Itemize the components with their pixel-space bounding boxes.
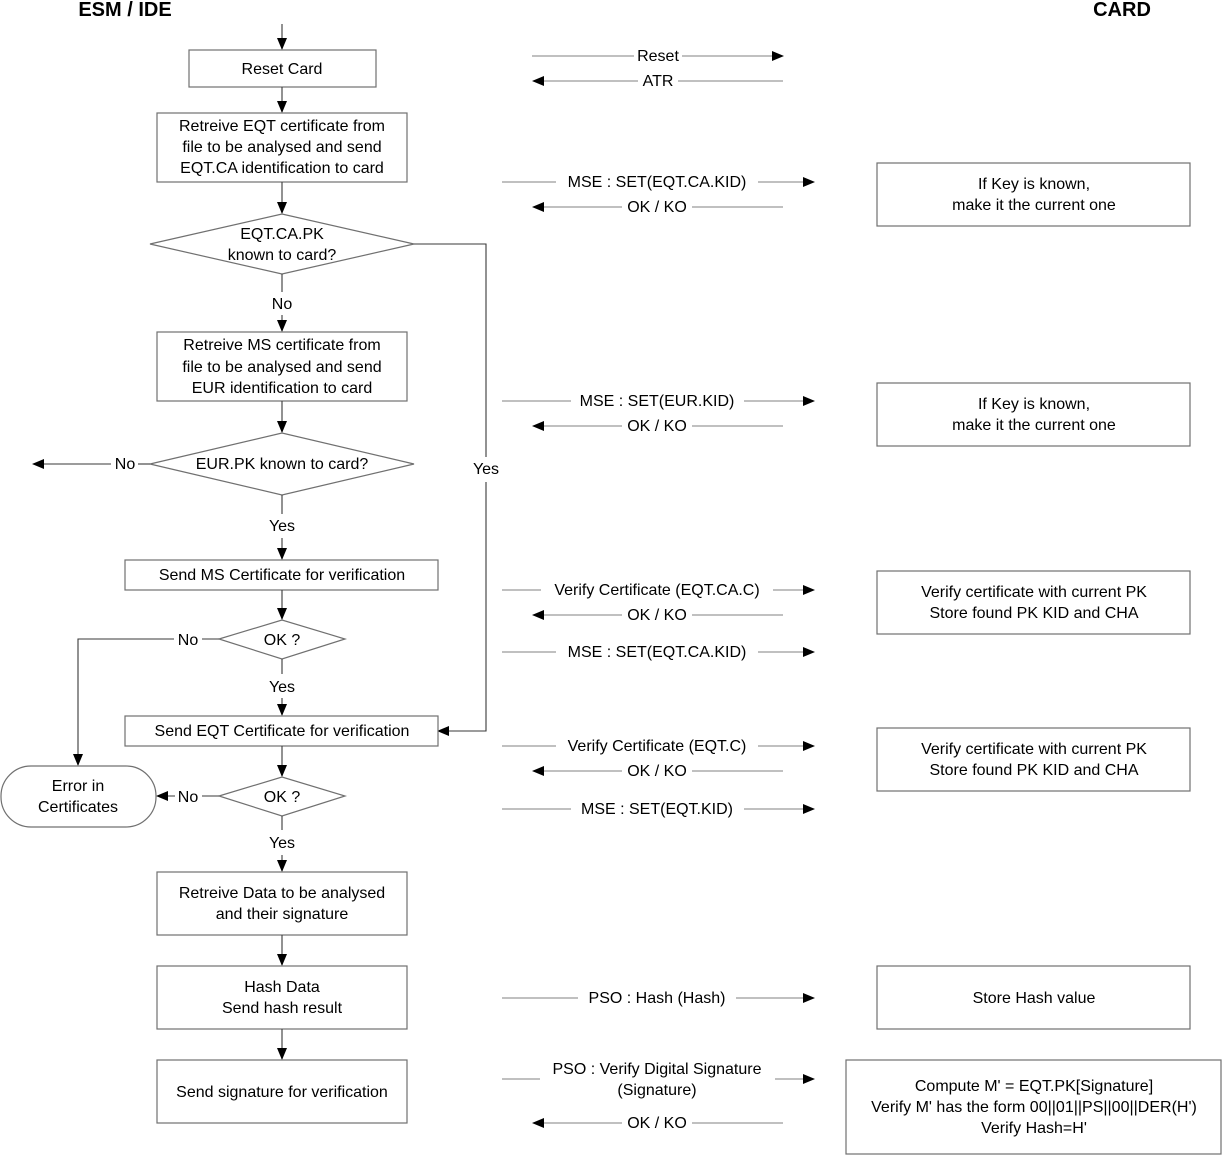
msg-okko-5-label: OK / KO (627, 1115, 687, 1132)
msg-mse-eur-label: MSE : SET(EUR.KID) (580, 393, 735, 410)
no-ok1-connector-to-error (73, 638, 174, 766)
ok2-label: OK ? (264, 789, 301, 806)
decision-eqt-ca-line1: EQT.CA.PK (240, 226, 324, 243)
no-ok2-label: No (178, 789, 199, 806)
retrieve-eqt-line3: EQT.CA identification to card (180, 160, 384, 177)
hash-data-line1: Hash Data (244, 979, 320, 996)
retrieve-data-box (156, 871, 408, 936)
retrieve-eqt-box (156, 112, 408, 183)
retrieve-ms-line2: file to be analysed and send (182, 359, 381, 376)
yes-ok1-label: Yes (269, 679, 295, 696)
card-key-known-2-box (876, 382, 1191, 447)
msg-okko-4-label: OK / KO (627, 763, 687, 780)
retrieve-eqt-line2: file to be analysed and send (182, 139, 381, 156)
send-eqt-cert-box (124, 715, 439, 747)
error-line1: Error in (52, 778, 104, 795)
no-eqt-ca-label: No (272, 296, 293, 313)
card-verify-cert-1-line2: Store found PK KID and CHA (930, 605, 1139, 622)
retrieve-ms-line1: Retreive MS certificate from (183, 337, 380, 354)
msg-mse-eqt-ca-1-label: MSE : SET(EQT.CA.KID) (568, 174, 747, 191)
retrieve-ms-box (156, 331, 408, 402)
msg-verify-eqt-ca-c-label: Verify Certificate (EQT.CA.C) (554, 582, 759, 599)
card-key-known-1-line2: make it the current one (952, 197, 1116, 214)
retrieve-data-line2: and their signature (216, 906, 349, 923)
msg-pso-verify-line1: PSO : Verify Digital Signature (553, 1061, 762, 1078)
card-store-hash-label: Store Hash value (973, 990, 1096, 1007)
card-compute-line2: Verify M' has the form 00||01||PS||00||D… (871, 1099, 1197, 1116)
send-signature-box (156, 1059, 408, 1124)
msg-verify-eqt-c-label: Verify Certificate (EQT.C) (568, 738, 747, 755)
card-verify-cert-2-line2: Store found PK KID and CHA (930, 762, 1139, 779)
decision-eqt-ca-line2: known to card? (228, 247, 337, 264)
no-eur-label: No (115, 456, 136, 473)
error-line2: Certificates (38, 799, 118, 816)
send-signature-label: Send signature for verification (176, 1084, 388, 1101)
card-verify-cert-1-box (876, 570, 1191, 635)
card-verify-cert-1-line1: Verify certificate with current PK (921, 584, 1147, 601)
decision-eur-label: EUR.PK known to card? (196, 456, 369, 473)
send-eqt-cert-label: Send EQT Certificate for verification (155, 723, 410, 740)
error-terminal (0, 765, 157, 828)
yes-eur-label: Yes (269, 518, 295, 535)
yes-eqt-ca-connector-bottom (437, 482, 487, 736)
msg-okko-2-label: OK / KO (627, 418, 687, 435)
decision-eur-diamond (149, 432, 415, 496)
reset-card-label: Reset Card (242, 61, 323, 78)
card-verify-cert-2-box (876, 727, 1191, 792)
header-esm-ide: ESM / IDE (78, 0, 171, 21)
msg-pso-verify-line2: (Signature) (617, 1082, 696, 1099)
card-key-known-1-line1: If Key is known, (978, 176, 1090, 193)
hash-data-line2: Send hash result (222, 1000, 343, 1017)
card-compute-box (845, 1059, 1222, 1155)
msg-okko-1-label: OK / KO (627, 199, 687, 216)
retrieve-ms-line3: EUR identification to card (192, 380, 373, 397)
send-ms-cert-label: Send MS Certificate for verification (159, 567, 405, 584)
msg-atr-label: ATR (643, 73, 674, 90)
card-key-known-1-box (876, 162, 1191, 227)
card-store-hash-box (876, 965, 1191, 1030)
ok1-diamond (216, 619, 348, 660)
yes-eqt-ca-connector-top (414, 243, 487, 457)
ok2-diamond (216, 776, 348, 817)
msg-pso-hash-label: PSO : Hash (Hash) (589, 990, 726, 1007)
card-key-known-2-line2: make it the current one (952, 417, 1116, 434)
msg-reset-label: Reset (637, 48, 679, 65)
retrieve-eqt-line1: Retreive EQT certificate from (179, 118, 385, 135)
card-key-known-2-line1: If Key is known, (978, 396, 1090, 413)
yes-ok2-label: Yes (269, 835, 295, 852)
decision-eqt-ca-diamond (149, 213, 415, 275)
hash-data-box (156, 965, 408, 1030)
send-ms-cert-box (124, 559, 439, 591)
ok1-label: OK ? (264, 632, 301, 649)
retrieve-data-line1: Retreive Data to be analysed (179, 885, 385, 902)
msg-mse-eqt-label: MSE : SET(EQT.KID) (581, 801, 733, 818)
yes-eqt-ca-label: Yes (473, 461, 499, 478)
msg-mse-eqt-ca-2-label: MSE : SET(EQT.CA.KID) (568, 644, 747, 661)
card-compute-line3: Verify Hash=H' (981, 1120, 1087, 1137)
card-compute-line1: Compute M' = EQT.PK[Signature] (915, 1078, 1153, 1095)
card-verify-cert-2-line1: Verify certificate with current PK (921, 741, 1147, 758)
header-card: CARD (1093, 0, 1151, 21)
no-ok1-label: No (178, 632, 199, 649)
msg-okko-3-label: OK / KO (627, 607, 687, 624)
